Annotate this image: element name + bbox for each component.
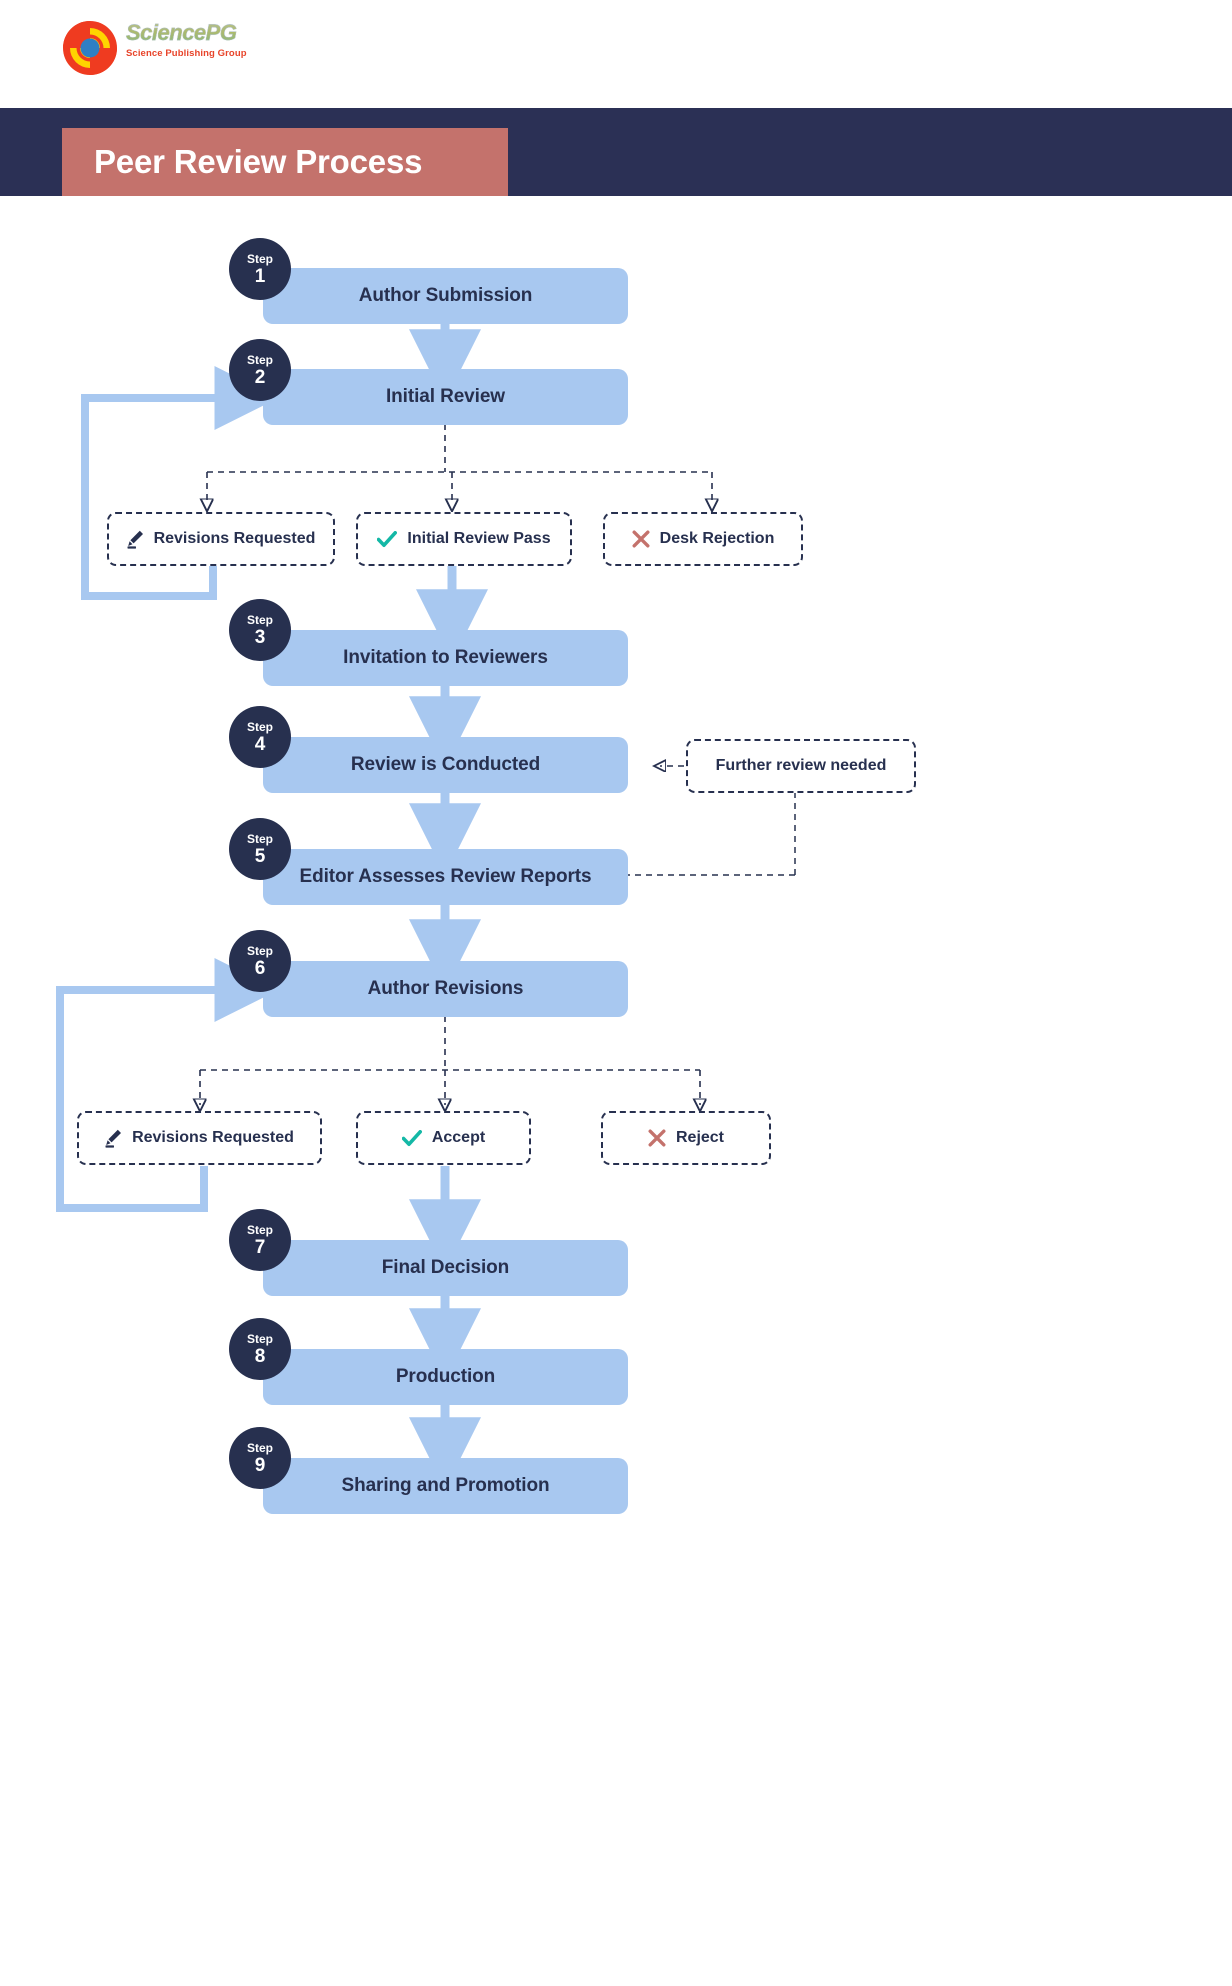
step-word-2: Step — [246, 352, 273, 367]
outcome-reject[interactable]: Reject — [601, 1111, 771, 1165]
page-title-plate: Peer Review Process — [62, 128, 508, 196]
step-word-4: Step — [246, 719, 273, 734]
brand-name: SciencePG — [126, 21, 286, 44]
step-node-4[interactable]: Review is Conducted — [263, 737, 628, 793]
step-label-6: Author Revisions — [367, 978, 524, 999]
note-further-review-needed[interactable]: Further review needed — [686, 739, 916, 793]
step-badge-3: Step 3 — [229, 599, 291, 661]
step-label-5: Editor Assesses Review Reports — [299, 866, 592, 887]
outcome-label: Initial Review Pass — [407, 530, 551, 547]
step-number-7: 7 — [254, 1236, 266, 1258]
step-badge-1: Step 1 — [229, 238, 291, 300]
step-badge-6: Step 6 — [229, 930, 291, 992]
step-node-7[interactable]: Final Decision — [263, 1240, 628, 1296]
step-number-9: 9 — [254, 1454, 266, 1476]
note-label: Further review needed — [715, 757, 887, 774]
step-badge-7: Step 7 — [229, 1209, 291, 1271]
step-label-7: Final Decision — [381, 1257, 510, 1278]
check-icon — [401, 1129, 422, 1147]
step-node-2[interactable]: Initial Review — [263, 369, 628, 425]
step-badge-5: Step 5 — [229, 818, 291, 880]
step-badge-8: Step 8 — [229, 1318, 291, 1380]
outcome-initial-review-pass[interactable]: Initial Review Pass — [356, 512, 572, 566]
step-node-3[interactable]: Invitation to Reviewers — [263, 630, 628, 686]
step-number-1: 1 — [254, 265, 266, 287]
brand-tagline: Science Publishing Group — [126, 48, 247, 59]
step-number-5: 5 — [254, 845, 266, 867]
outcome-accept[interactable]: Accept — [356, 1111, 531, 1165]
step-word-8: Step — [246, 1331, 273, 1346]
step-number-4: 4 — [254, 733, 266, 755]
outcome-desk-rejection[interactable]: Desk Rejection — [603, 512, 803, 566]
outcome-revisions-requested-1[interactable]: Revisions Requested — [107, 512, 335, 566]
page-title: Peer Review Process — [94, 143, 423, 180]
step-word-3: Step — [246, 612, 273, 627]
pencil-icon — [127, 530, 144, 549]
outcome-label: Desk Rejection — [659, 530, 775, 547]
step-node-6[interactable]: Author Revisions — [263, 961, 628, 1017]
cross-icon — [648, 1129, 666, 1147]
step-label-3: Invitation to Reviewers — [343, 647, 548, 668]
outcome-label: Reject — [675, 1129, 725, 1146]
step-node-5[interactable]: Editor Assesses Review Reports — [263, 849, 628, 905]
step-node-8[interactable]: Production — [263, 1349, 628, 1405]
step-word-6: Step — [246, 943, 273, 958]
step-label-9: Sharing and Promotion — [341, 1475, 550, 1496]
step-word-5: Step — [246, 831, 273, 846]
outcome-revisions-requested-2[interactable]: Revisions Requested — [77, 1111, 322, 1165]
step-label-4: Review is Conducted — [350, 754, 541, 775]
outcome-label: Accept — [431, 1129, 486, 1146]
check-icon — [377, 530, 398, 548]
step-badge-4: Step 4 — [229, 706, 291, 768]
step-label-1: Author Submission — [358, 285, 533, 306]
sciencepg-logo-icon — [63, 21, 117, 75]
outcome-label: Revisions Requested — [132, 1129, 294, 1146]
step-label-8: Production — [395, 1366, 496, 1387]
brand-logo: SciencePG Science Publishing Group — [62, 16, 282, 78]
step-number-2: 2 — [254, 366, 266, 388]
step-word-1: Step — [246, 251, 273, 266]
step-badge-9: Step 9 — [229, 1427, 291, 1489]
step-node-9[interactable]: Sharing and Promotion — [263, 1458, 628, 1514]
cross-icon — [632, 530, 650, 548]
step-word-9: Step — [246, 1440, 273, 1455]
step-number-6: 6 — [254, 957, 266, 979]
step-word-7: Step — [246, 1222, 273, 1237]
step-number-3: 3 — [254, 626, 266, 648]
step-node-1[interactable]: Author Submission — [263, 268, 628, 324]
step-label-2: Initial Review — [386, 386, 505, 407]
outcome-label: Revisions Requested — [153, 530, 316, 547]
step-badge-2: Step 2 — [229, 339, 291, 401]
step-number-8: 8 — [254, 1345, 266, 1367]
pencil-icon — [105, 1129, 122, 1148]
